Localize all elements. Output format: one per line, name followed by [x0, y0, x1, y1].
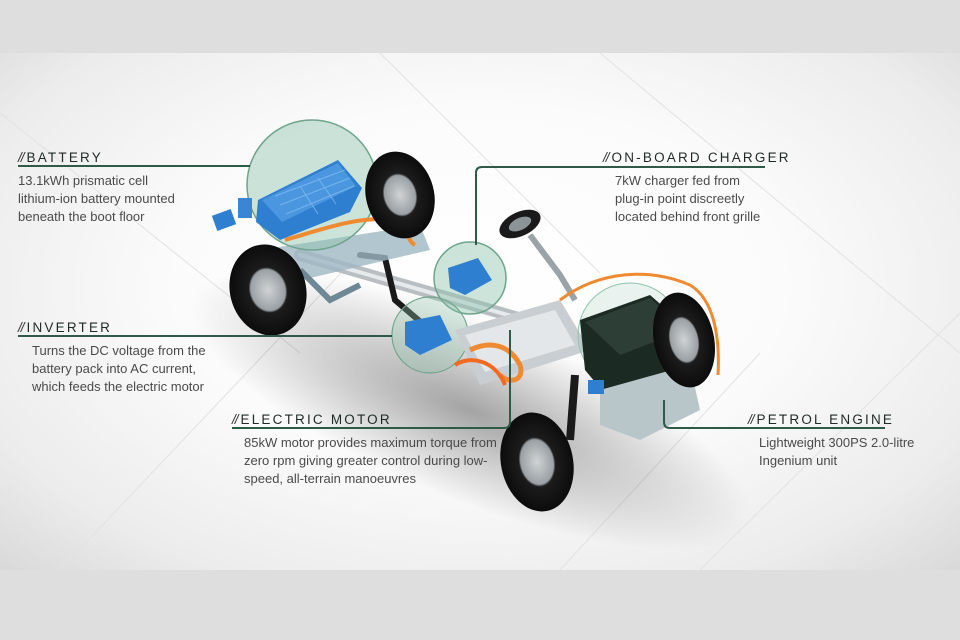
front-wheel-left — [500, 412, 574, 512]
body-line: beneath the boot floor — [18, 209, 145, 224]
rear-wheel-left — [229, 244, 307, 336]
callout-title: //INVERTER — [18, 320, 206, 336]
callout-on-board-charger: //ON-BOARD CHARGER 7kW charger fed from … — [603, 150, 791, 226]
petrol-engine-leader-line — [663, 400, 885, 429]
charger-title: ON-BOARD CHARGER — [611, 150, 791, 165]
body-line: located behind front grille — [615, 209, 761, 224]
callout-body: 13.1kWh prismatic cell lithium-ion batte… — [18, 172, 175, 226]
callout-body: Turns the DC voltage from the battery pa… — [18, 342, 206, 396]
front-wheel-right — [653, 292, 715, 388]
front-component — [588, 380, 604, 394]
body-line: 85kW motor provides maximum torque from — [244, 435, 497, 450]
slash-prefix: // — [18, 320, 24, 335]
on-board-charger-unit — [448, 258, 492, 295]
steering-column — [499, 209, 578, 302]
slash-prefix: // — [603, 150, 609, 165]
callout-title: //PETROL ENGINE — [748, 412, 914, 428]
rear-wheel-right — [365, 151, 435, 239]
body-line: which feeds the electric motor — [32, 379, 204, 394]
body-line: Ingenium unit — [759, 453, 838, 468]
callout-body: 85kW motor provides maximum torque from … — [232, 434, 497, 488]
electric-motor-title: ELECTRIC MOTOR — [240, 412, 392, 427]
callout-electric-motor: //ELECTRIC MOTOR 85kW motor provides max… — [232, 412, 497, 488]
front-strut — [566, 374, 579, 441]
body-line: 7kW charger fed from — [615, 173, 740, 188]
callout-title: //ELECTRIC MOTOR — [232, 412, 497, 428]
callout-petrol-engine: //PETROL ENGINE Lightweight 300PS 2.0-li… — [748, 412, 914, 470]
callout-battery: //BATTERY 13.1kWh prismatic cell lithium… — [18, 150, 175, 226]
body-line: zero rpm giving greater control during l… — [244, 453, 488, 468]
inverter-title: INVERTER — [26, 320, 113, 335]
body-line: lithium-ion battery mounted — [18, 191, 175, 206]
body-line: 13.1kWh prismatic cell — [18, 173, 149, 188]
callout-title: //BATTERY — [18, 150, 175, 166]
battery-pack — [211, 160, 362, 240]
body-line: Turns the DC voltage from the — [32, 343, 206, 358]
callout-inverter: //INVERTER Turns the DC voltage from the… — [18, 320, 206, 396]
ground-shadow — [189, 270, 751, 550]
battery-title: BATTERY — [26, 150, 103, 165]
body-line: Lightweight 300PS 2.0-litre — [759, 435, 915, 450]
electric-motor-leader-line — [232, 330, 511, 429]
leader-lines — [18, 165, 885, 429]
callout-body: 7kW charger fed from plug-in point discr… — [603, 172, 791, 226]
charger-leader-line — [475, 166, 765, 245]
inverter-unit — [405, 315, 452, 355]
callout-title: //ON-BOARD CHARGER — [603, 150, 791, 166]
body-line: plug-in point discreetly — [615, 191, 745, 206]
body-line: speed, all-terrain manoeuvres — [244, 471, 416, 486]
slash-prefix: // — [18, 150, 24, 165]
slash-prefix: // — [232, 412, 238, 427]
petrol-engine-title: PETROL ENGINE — [756, 412, 895, 427]
rear-subframe — [260, 225, 430, 304]
callout-body: Lightweight 300PS 2.0-litre Ingenium uni… — [748, 434, 914, 470]
slash-prefix: // — [748, 412, 754, 427]
body-line: battery pack into AC current, — [32, 361, 197, 376]
